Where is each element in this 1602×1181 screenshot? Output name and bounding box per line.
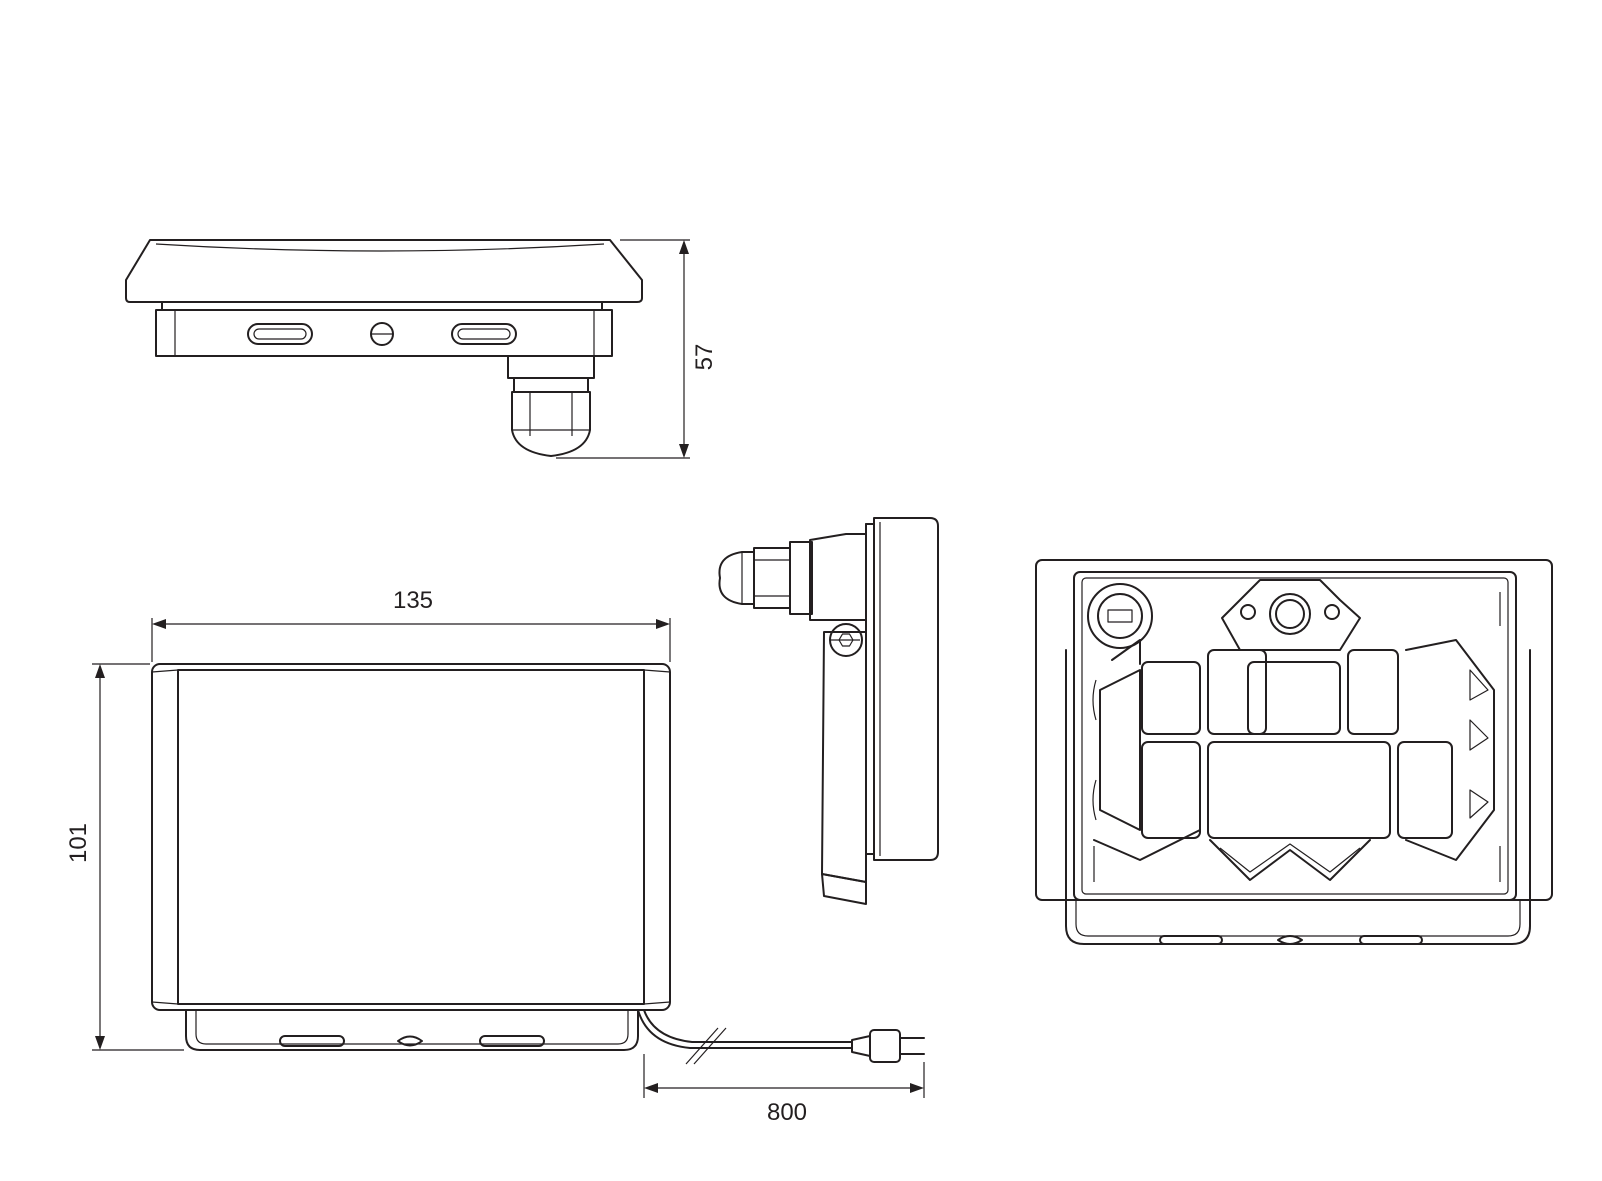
dim-cable-length: 800 [767,1099,807,1126]
top-view: 57 [125,239,718,459]
dim-height-front: 101 [65,823,92,863]
dim-width-front: 135 [393,587,433,614]
side-view [718,517,939,905]
rear-view [1035,559,1553,945]
front-view: 135 101 800 [65,587,925,1126]
dim-height-side: 57 [691,344,718,371]
